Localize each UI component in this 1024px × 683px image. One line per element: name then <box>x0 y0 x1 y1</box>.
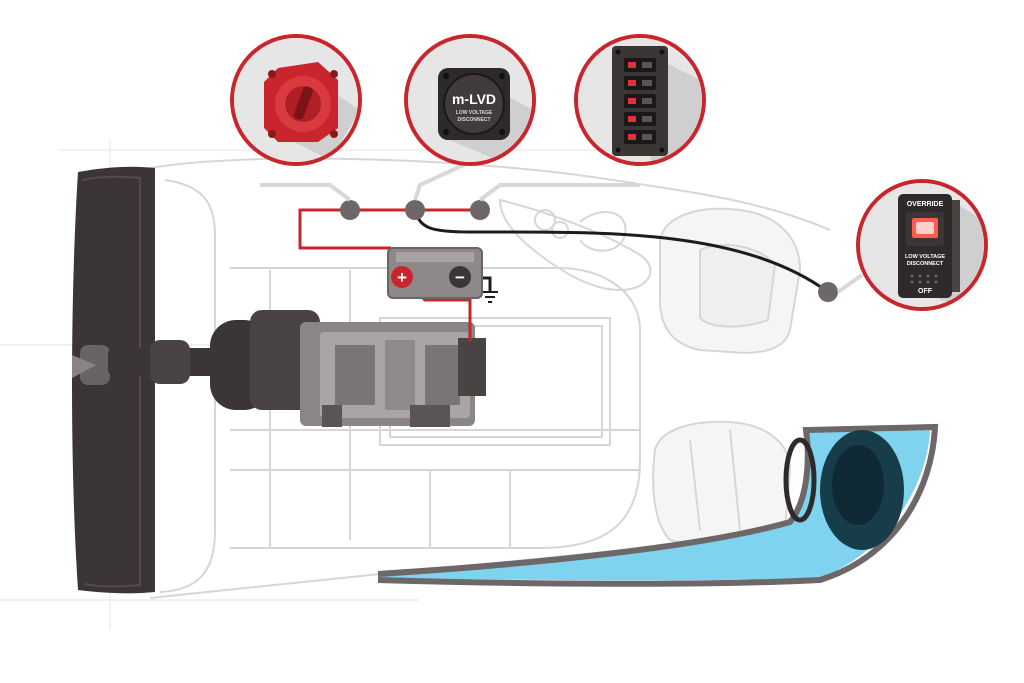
callout-switch-panel <box>574 34 706 166</box>
engine <box>210 310 486 427</box>
callout-leaders <box>260 160 864 294</box>
battery-positive-terminal <box>391 266 413 288</box>
mlvd-device-icon <box>438 68 510 140</box>
ground-symbol <box>482 291 498 303</box>
rocker-mid-line1: LOW VOLTAGE <box>905 254 945 260</box>
node-switch-panel <box>470 200 490 220</box>
callout-battery-switch <box>230 34 362 166</box>
battery-negative-terminal <box>449 266 471 288</box>
rocker-bottom-label: OFF <box>918 288 933 295</box>
mlvd-subtitle-line1: LOW VOLTAGE <box>456 110 493 116</box>
battery-positive-symbol: + <box>397 268 407 287</box>
front-seat <box>659 207 802 354</box>
rocker-top-label: OVERRIDE <box>907 201 944 208</box>
switch-panel-icon <box>612 46 668 156</box>
rocker-mid-line2: DISCONNECT <box>907 261 944 267</box>
connection-nodes <box>340 200 838 302</box>
bow-fitting <box>783 430 904 550</box>
node-battery-switch <box>340 200 360 220</box>
hull-outline <box>149 157 831 599</box>
mlvd-logo: m-LVD <box>452 91 496 107</box>
callout-mlvd: m-LVD LOW VOLTAGE DISCONNECT <box>404 34 536 166</box>
bow-hull-line <box>377 423 939 587</box>
battery-switch-icon <box>264 62 338 142</box>
node-mlvd <box>405 200 425 220</box>
rocker-switch-icon <box>898 194 960 298</box>
callout-rocker-switch: OVERRIDE LOW VOLTAGE DISCONNECT OFF <box>856 179 988 311</box>
node-rocker-switch <box>818 282 838 302</box>
water-area <box>378 430 930 581</box>
mlvd-subtitle-line2: DISCONNECT <box>457 117 490 123</box>
stern-drive <box>72 340 218 385</box>
transom <box>72 166 155 594</box>
battery-negative-symbol: − <box>455 268 465 287</box>
battery: + − <box>387 247 483 299</box>
